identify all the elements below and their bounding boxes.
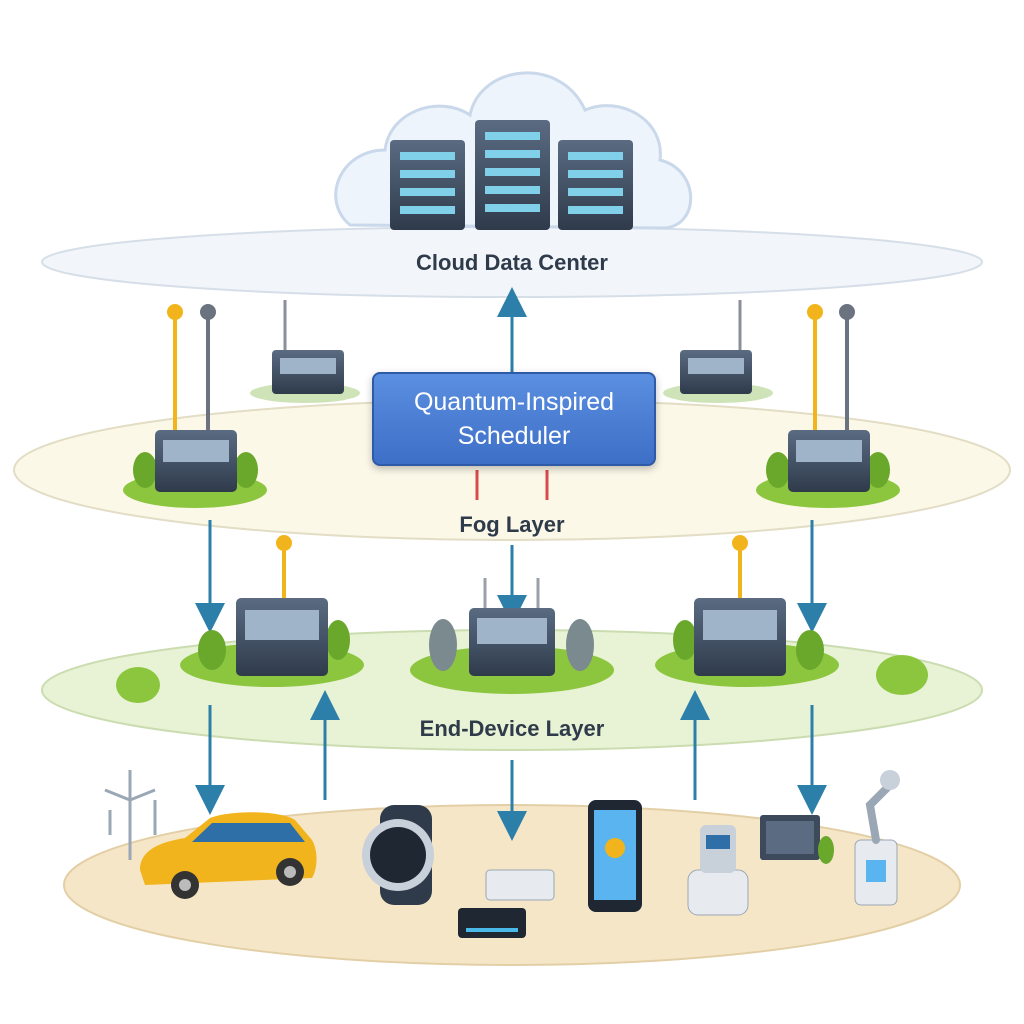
fog-node-icon [655,535,839,687]
fog-node-icon [663,300,773,403]
fog-nodes [123,300,900,508]
end-device-layer-label: End-Device Layer [419,716,605,741]
fog-node-icon [250,300,360,403]
scheduler-label: Quantum-Inspired Scheduler [413,388,615,450]
smartphone-icon [588,800,642,912]
cloud-layer [41,71,983,298]
car-icon [140,812,317,899]
robotic-arm-icon [854,770,900,906]
wind-turbine-icon [104,770,157,860]
fog-node-icon [180,535,364,687]
arrows [195,287,827,841]
edge-nodes [116,535,928,703]
server-rack-icon [390,120,633,230]
smartwatch-icon [362,805,434,905]
fog-node-icon [123,304,267,508]
fog-node-icon [410,578,614,694]
bush-icon [876,655,928,695]
end-devices [104,770,900,938]
antenna-icon [807,304,855,430]
bush-icon [116,667,160,703]
cloud-layer-label: Cloud Data Center [416,250,608,275]
monitor-icon [760,815,834,864]
fog-layer-label: Fog Layer [459,512,565,537]
fog-node-icon [756,304,900,508]
robot-icon [687,825,749,916]
router-icon [458,869,555,938]
scheduler-connectors [475,470,549,500]
quantum-inspired-scheduler[interactable]: Quantum-Inspired Scheduler [372,372,656,466]
antenna-icon [167,304,216,430]
